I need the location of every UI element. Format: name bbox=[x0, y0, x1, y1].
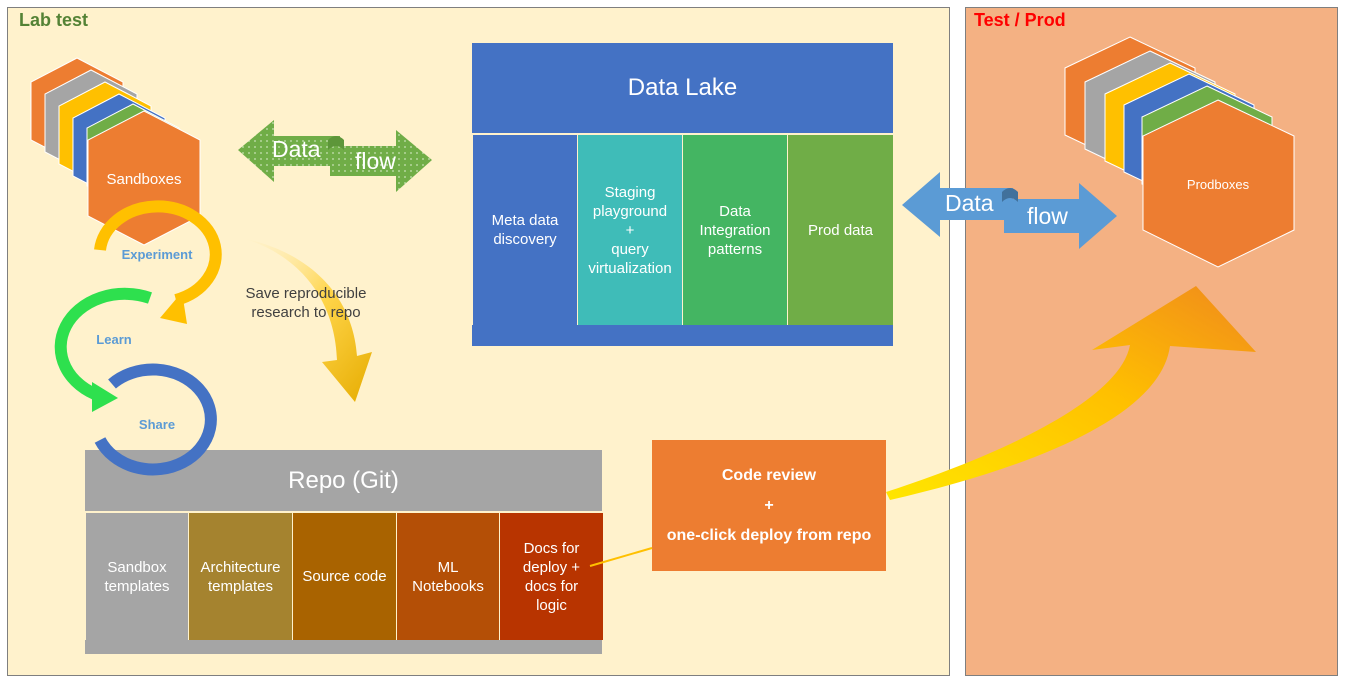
data-flow-arrow-right bbox=[902, 172, 1117, 249]
prodbox-stack bbox=[1064, 36, 1295, 268]
data-lake-column: Meta data discovery bbox=[473, 135, 577, 325]
repo-column-text: Notebooks bbox=[412, 577, 484, 595]
repo-column: Source code bbox=[293, 513, 396, 640]
save-note-line1: Save reproducible bbox=[246, 285, 367, 302]
repo-column-text: deploy + bbox=[522, 558, 581, 576]
sandboxes-label: Sandboxes bbox=[106, 171, 181, 188]
data-flow-arrow-left bbox=[238, 120, 432, 192]
repo-column-text: templates bbox=[104, 577, 170, 595]
repo-base bbox=[85, 640, 602, 654]
code-review-plus: + bbox=[764, 496, 774, 514]
repo-column-text: Architecture bbox=[200, 558, 281, 576]
data-lake-column-text: Integration bbox=[699, 221, 771, 239]
repo-column-text: Source code bbox=[302, 568, 387, 585]
data-lake-column-text: discovery bbox=[493, 231, 557, 248]
learn-label: Learn bbox=[96, 332, 131, 347]
experiment-label: Experiment bbox=[122, 247, 193, 262]
repo-column-text: Docs for bbox=[523, 539, 580, 557]
data-lake-column-text: + bbox=[625, 221, 635, 239]
deploy-to-prod-arrow bbox=[886, 286, 1256, 500]
repo-column-text: ML bbox=[437, 558, 459, 576]
data-lake-column-text: Staging bbox=[604, 183, 656, 201]
sandbox-stack bbox=[30, 57, 201, 246]
data-lake-column-text: Prod data bbox=[807, 221, 874, 239]
save-to-repo-arrow bbox=[242, 238, 372, 402]
learn-cycle-ring bbox=[54, 287, 152, 402]
test-prod-title: Test / Prod bbox=[974, 10, 1066, 30]
code-review-deploy: one-click deploy from repo bbox=[666, 526, 872, 544]
data-lake-column-text: query bbox=[611, 240, 649, 258]
data-flow-left-word1: Data bbox=[272, 136, 321, 162]
experiment-arrowhead bbox=[160, 292, 187, 324]
prodbox-hex-front bbox=[1142, 99, 1295, 268]
repo-column-text: templates bbox=[207, 577, 274, 595]
data-lake-column-text: Data bbox=[719, 202, 751, 220]
data-lake-title: Data Lake bbox=[472, 43, 893, 133]
share-cycle-ring bbox=[94, 363, 217, 476]
data-flow-right-word1: Data bbox=[945, 190, 994, 216]
data-flow-right-word2: flow bbox=[1027, 203, 1068, 229]
save-note-line2: research to repo bbox=[251, 304, 360, 321]
repo-column-text: logic bbox=[536, 596, 567, 614]
repo-title: Repo (Git) bbox=[85, 450, 602, 511]
docs-to-review-connector bbox=[589, 547, 653, 567]
repo-column-text: Sandbox bbox=[107, 558, 167, 576]
share-label: Share bbox=[139, 417, 175, 432]
experiment-cycle-ring bbox=[94, 200, 222, 306]
data-lake-column-text: playground bbox=[592, 202, 668, 220]
data-lake-base bbox=[472, 325, 893, 346]
data-lake-column-text: virtualization bbox=[588, 259, 672, 277]
code-review-line: Code review bbox=[721, 466, 817, 484]
code-review-box: Code review + one-click deploy from repo bbox=[652, 440, 886, 571]
data-lake-column: Prod data bbox=[788, 135, 893, 325]
learn-arrowhead bbox=[92, 382, 118, 412]
data-flow-left-word2: flow bbox=[355, 148, 396, 174]
data-lake-column-text: patterns bbox=[707, 240, 763, 258]
data-lake-column-text: Meta data bbox=[491, 212, 559, 229]
prodboxes-label: Prodboxes bbox=[1187, 177, 1250, 192]
lab-test-title: Lab test bbox=[19, 10, 89, 30]
repo-column-text: docs for bbox=[524, 577, 579, 595]
